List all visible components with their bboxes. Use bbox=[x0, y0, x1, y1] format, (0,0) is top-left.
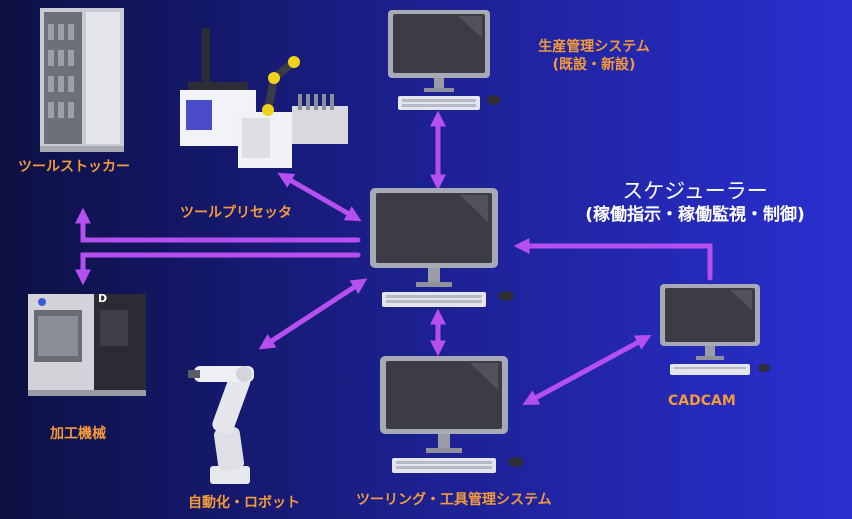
arrow-cadcam-scheduler bbox=[513, 237, 713, 281]
mouse-icon bbox=[758, 364, 770, 372]
monitor-icon bbox=[388, 10, 490, 92]
label-production: 生産管理システム (既設・新設) bbox=[528, 38, 660, 74]
label-tool-presetter: ツールプリセッタ bbox=[180, 205, 292, 221]
cadcam-pc bbox=[660, 284, 770, 375]
arrow-presetter-scheduler bbox=[277, 172, 362, 222]
label-scheduler: スケジューラー (稼働指示・稼働監視・制御) bbox=[540, 178, 850, 226]
production-pc bbox=[388, 10, 501, 110]
monitor-icon bbox=[380, 356, 508, 453]
tool-stocker-icon bbox=[40, 8, 124, 152]
keyboard-icon bbox=[382, 292, 486, 307]
arrow-scheduler-stocker bbox=[74, 207, 361, 243]
keyboard-icon bbox=[392, 458, 496, 473]
robot-arm-icon bbox=[188, 366, 254, 484]
tooling-pc bbox=[380, 356, 524, 473]
mouse-icon bbox=[487, 95, 501, 105]
mouse-icon bbox=[508, 457, 524, 467]
label-production-line1: 生産管理システム bbox=[538, 39, 650, 55]
label-machining: 加工機械 bbox=[50, 426, 106, 442]
monitor-icon bbox=[660, 284, 760, 360]
label-robot: 自動化・ロボット bbox=[188, 495, 300, 511]
machine-badge: D bbox=[98, 292, 108, 305]
label-cadcam: CADCAM bbox=[668, 393, 736, 409]
label-scheduler-subtitle: (稼働指示・稼働監視・制御) bbox=[585, 205, 805, 225]
keyboard-icon bbox=[670, 364, 750, 375]
scheduler-pc bbox=[370, 188, 514, 307]
label-tool-stocker: ツールストッカー bbox=[18, 159, 130, 175]
machining-center-icon bbox=[28, 294, 146, 396]
arrow-scheduler-robot bbox=[258, 278, 368, 350]
label-scheduler-title: スケジューラー bbox=[622, 179, 768, 203]
keyboard-icon bbox=[398, 96, 480, 110]
label-production-line2: (既設・新設) bbox=[552, 57, 636, 73]
arrow-tooling-cadcam bbox=[522, 334, 652, 406]
mouse-icon bbox=[498, 291, 514, 301]
tool-presetter-icon bbox=[180, 28, 348, 168]
label-tooling: ツーリング・工具管理システム bbox=[356, 492, 552, 508]
arrow-scheduler-machining bbox=[74, 252, 361, 286]
monitor-icon bbox=[370, 188, 498, 287]
